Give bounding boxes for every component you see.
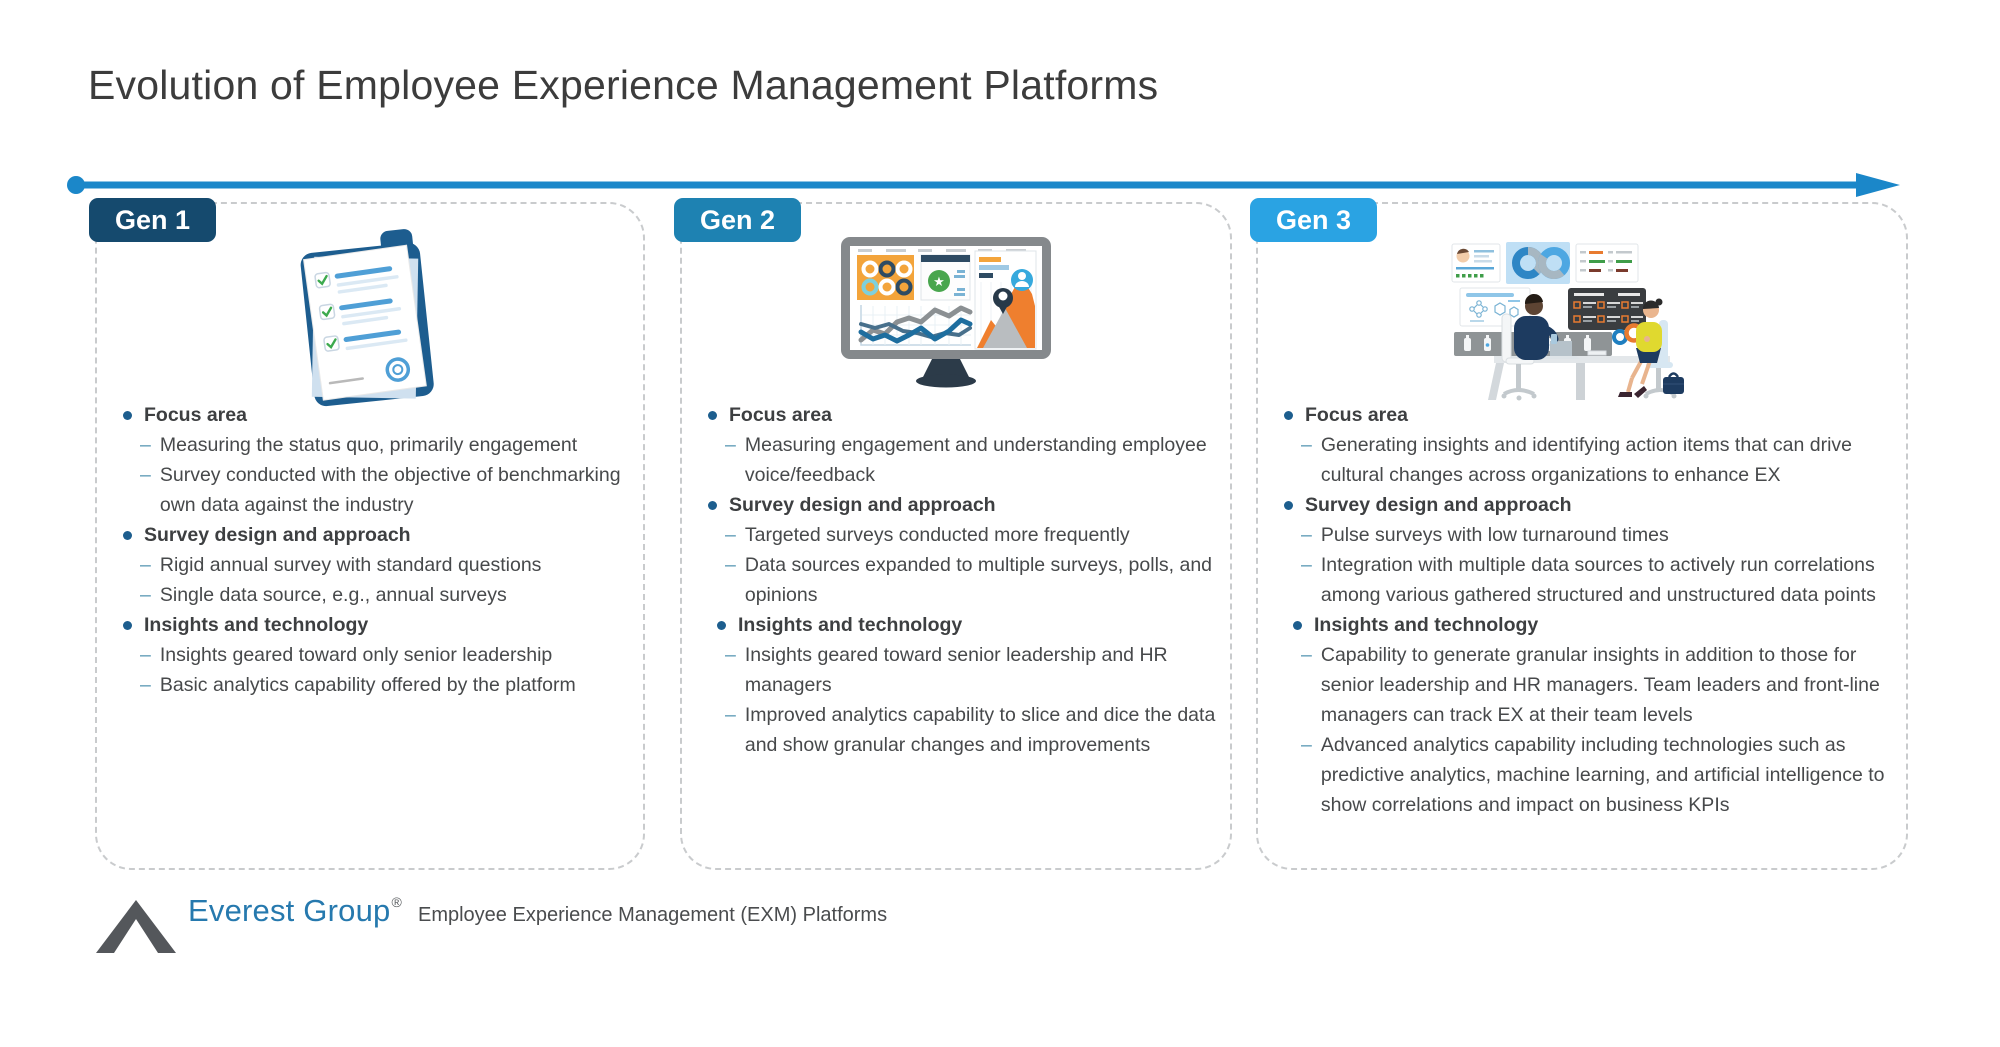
dash-icon: – bbox=[725, 524, 736, 546]
dash-icon: – bbox=[725, 704, 736, 726]
list-item: –Targeted surveys conducted more frequen… bbox=[708, 520, 1220, 550]
registered-mark: ® bbox=[391, 894, 402, 910]
section-heading: Insights and technology bbox=[1293, 610, 1896, 640]
everest-group-logo-icon bbox=[96, 900, 176, 953]
section-heading-label: Focus area bbox=[729, 404, 832, 426]
gen3-panel: Gen 3 bbox=[1250, 198, 1908, 870]
bullet-dot-icon bbox=[1284, 410, 1293, 420]
svg-text:★: ★ bbox=[933, 275, 945, 290]
list-item: –Rigid annual survey with standard quest… bbox=[123, 550, 633, 580]
gen1-feature-list: Focus area –Measuring the status quo, pr… bbox=[123, 400, 633, 700]
list-item: –Improved analytics capability to slice … bbox=[708, 700, 1220, 760]
list-item: –Pulse surveys with low turnaround times bbox=[1284, 520, 1896, 550]
list-item: –Insights geared toward only senior lead… bbox=[123, 640, 633, 670]
list-item: –Insights geared toward senior leadershi… bbox=[708, 640, 1220, 700]
bullet-dot-icon bbox=[717, 620, 726, 630]
dash-icon: – bbox=[140, 674, 151, 696]
everest-group-logo-text: Everest Group® bbox=[188, 893, 402, 928]
dash-icon: – bbox=[1301, 734, 1312, 756]
dash-icon: – bbox=[1301, 434, 1312, 456]
list-item: –Data sources expanded to multiple surve… bbox=[708, 550, 1220, 610]
section-heading-label: Focus area bbox=[144, 404, 247, 426]
section-heading-label: Survey design and approach bbox=[1305, 494, 1572, 516]
dash-icon: – bbox=[140, 464, 151, 486]
gen3-feature-list: Focus area –Generating insights and iden… bbox=[1284, 400, 1896, 820]
section-heading-label: Insights and technology bbox=[144, 614, 369, 636]
gen3-badge: Gen 3 bbox=[1250, 198, 1378, 243]
dash-icon: – bbox=[1301, 554, 1312, 576]
bullet-dot-icon bbox=[123, 530, 132, 540]
dash-icon: – bbox=[140, 584, 151, 606]
section-heading-label: Survey design and approach bbox=[144, 524, 411, 546]
list-item: –Survey conducted with the objective of … bbox=[123, 460, 633, 520]
section-heading-label: Survey design and approach bbox=[729, 494, 996, 516]
analytics-team-illustration bbox=[1451, 242, 1684, 401]
dash-icon: – bbox=[140, 434, 151, 456]
dash-icon: – bbox=[140, 554, 151, 576]
dash-icon: – bbox=[725, 434, 736, 456]
list-item: –Measuring the status quo, primarily eng… bbox=[123, 430, 633, 460]
page-title: Evolution of Employee Experience Managem… bbox=[88, 62, 1159, 108]
section-heading-label: Focus area bbox=[1305, 404, 1408, 426]
section-heading: Survey design and approach bbox=[123, 520, 633, 550]
bullet-dot-icon bbox=[708, 410, 717, 420]
footer: Everest Group® Employee Experience Manag… bbox=[90, 893, 887, 955]
list-item: –Single data source, e.g., annual survey… bbox=[123, 580, 633, 610]
bullet-dot-icon bbox=[123, 620, 132, 630]
list-item: –Basic analytics capability offered by t… bbox=[123, 670, 633, 700]
list-item: –Measuring engagement and understanding … bbox=[708, 430, 1220, 490]
dash-icon: – bbox=[140, 644, 151, 666]
survey-clipboard-illustration bbox=[300, 229, 434, 407]
bullet-dot-icon bbox=[123, 410, 132, 420]
gen1-badge: Gen 1 bbox=[89, 198, 217, 243]
section-heading: Focus area bbox=[123, 400, 633, 430]
section-heading: Survey design and approach bbox=[708, 490, 1220, 520]
bullet-dot-icon bbox=[708, 500, 717, 510]
footer-caption: Employee Experience Management (EXM) Pla… bbox=[417, 904, 888, 926]
list-item: –Integration with multiple data sources … bbox=[1284, 550, 1896, 610]
dash-icon: – bbox=[725, 554, 736, 576]
dash-icon: – bbox=[1301, 524, 1312, 546]
section-heading-label: Insights and technology bbox=[738, 614, 963, 636]
bullet-dot-icon bbox=[1284, 500, 1293, 510]
timeline-arrowhead-icon bbox=[1856, 173, 1900, 197]
dashboard-monitor-illustration: ★ bbox=[841, 237, 1051, 388]
section-heading: Focus area bbox=[1284, 400, 1896, 430]
section-heading: Survey design and approach bbox=[1284, 490, 1896, 520]
gen2-feature-list: Focus area –Measuring engagement and und… bbox=[708, 400, 1220, 760]
gen1-panel: Gen 1 bbox=[89, 198, 645, 870]
list-item: –Generating insights and identifying act… bbox=[1284, 430, 1896, 490]
gen2-panel: Gen 2 ★ bbox=[674, 198, 1232, 870]
gen2-badge: Gen 2 bbox=[674, 198, 802, 243]
timeline-arrow bbox=[67, 173, 1900, 197]
list-item: –Capability to generate granular insight… bbox=[1284, 640, 1896, 730]
section-heading: Insights and technology bbox=[717, 610, 1220, 640]
section-heading: Insights and technology bbox=[123, 610, 633, 640]
dash-icon: – bbox=[725, 644, 736, 666]
section-heading: Focus area bbox=[708, 400, 1220, 430]
dash-icon: – bbox=[1301, 644, 1312, 666]
bullet-dot-icon bbox=[1293, 620, 1302, 630]
list-item: –Advanced analytics capability including… bbox=[1284, 730, 1896, 820]
section-heading-label: Insights and technology bbox=[1314, 614, 1539, 636]
